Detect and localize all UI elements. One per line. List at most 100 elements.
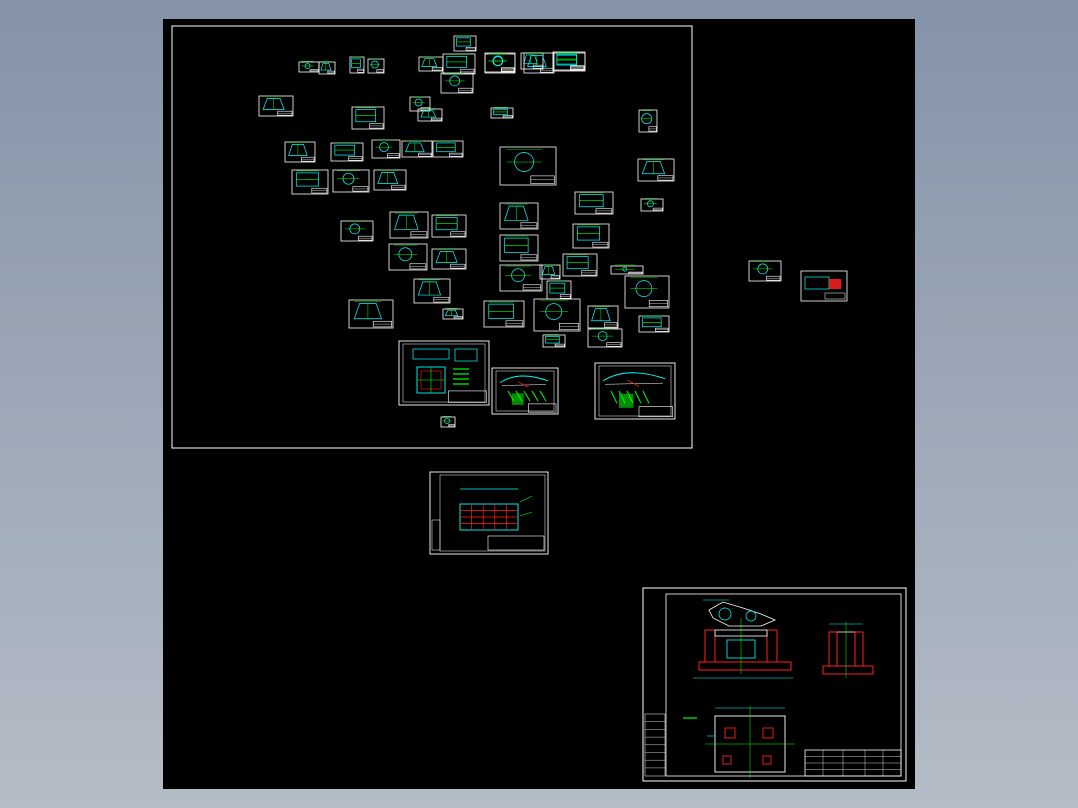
note-block — [619, 393, 634, 408]
title-block — [554, 343, 565, 347]
sheet-frame — [440, 416, 456, 428]
part-outline — [642, 317, 662, 328]
drawing-sheet-thumbnail — [499, 146, 557, 186]
sheet-border — [495, 370, 555, 412]
sheet-frame — [499, 264, 543, 292]
drawing-sheet-thumbnail — [389, 211, 429, 239]
bolt-hole — [762, 727, 774, 739]
drawing-sheet-thumbnail — [587, 305, 619, 329]
sheet-border — [402, 343, 486, 403]
sheet-border — [665, 593, 902, 777]
sheet-frame — [340, 220, 374, 242]
part-profile — [353, 303, 383, 320]
title-block — [652, 207, 663, 211]
part-profile — [421, 58, 438, 67]
part-profile — [504, 205, 529, 221]
fixture-assembly-sheet — [642, 587, 907, 782]
part-profile — [591, 308, 611, 322]
title-block — [487, 535, 545, 551]
drawing-sheet-thumbnail — [432, 140, 464, 158]
drawing-sheet-thumbnail — [371, 139, 401, 159]
sheet-frame — [748, 260, 782, 282]
drawing-sheet-thumbnail — [587, 328, 623, 348]
drawing-sheet-thumbnail — [431, 248, 467, 270]
sheet-frame — [389, 211, 429, 239]
part-profile — [641, 161, 666, 175]
section-arrow — [518, 381, 529, 388]
sheet-border — [598, 365, 672, 417]
drawing-sheet-thumbnail — [637, 158, 675, 182]
drawing-sheet-thumbnail — [533, 298, 581, 332]
sheet-frame — [431, 214, 467, 238]
cad-viewport[interactable] — [163, 19, 915, 789]
drawing-sheet-thumbnail — [291, 169, 329, 195]
sheet-frame — [258, 95, 294, 117]
sheet-frame — [572, 223, 610, 249]
sheet-frame — [610, 265, 644, 275]
part-profile — [262, 98, 285, 110]
drawing-sheet-thumbnail — [499, 264, 543, 292]
sheet-frame — [640, 198, 664, 212]
title-block — [804, 749, 902, 777]
drawing-sheet-thumbnail — [552, 52, 586, 72]
fixture-assembly-drawing — [642, 587, 907, 782]
part-outline — [804, 276, 830, 290]
part-outline — [351, 58, 361, 69]
sheet-frame — [284, 141, 316, 163]
drawing-sheet-large — [594, 362, 676, 420]
drawing-sheet-thumbnail — [523, 52, 555, 74]
sheet-frame — [429, 471, 549, 555]
drawing-sheet-thumbnail — [440, 415, 456, 428]
drawing-sheet-thumbnail — [367, 58, 385, 74]
drawing-sheet-thumbnail — [484, 52, 516, 74]
dimension-line — [642, 390, 650, 404]
sheet-frame — [533, 298, 581, 332]
part-profile — [523, 54, 538, 65]
drawing-sheet-thumbnail — [318, 61, 336, 75]
drawing-sheet-thumbnail — [562, 253, 598, 277]
part-side-view — [454, 348, 478, 362]
part-profile — [444, 309, 459, 317]
dimension-line — [634, 390, 642, 404]
drawing-sheet-thumbnail — [499, 202, 539, 230]
drawing-sheet-thumbnail — [610, 264, 644, 275]
drawing-sheet-thumbnail — [490, 106, 514, 119]
part-profile — [435, 251, 458, 263]
title-block — [527, 403, 557, 413]
title-block — [448, 390, 487, 403]
title-block — [532, 64, 543, 69]
part-profile — [527, 55, 547, 67]
drawing-sheet-thumbnail — [638, 315, 670, 333]
title-block — [311, 187, 328, 194]
side-sheets — [748, 260, 848, 302]
part-profile — [288, 144, 308, 156]
part-profile — [405, 142, 425, 153]
drawing-sheet-large — [491, 367, 559, 415]
part-profile — [541, 266, 556, 275]
drawing-sheet-thumbnail — [546, 280, 572, 300]
sheet-frame — [440, 72, 474, 94]
sheet-frame — [409, 96, 431, 112]
main-sheet-collection — [171, 25, 693, 449]
sheet-frame — [491, 367, 559, 415]
left-support — [704, 629, 716, 663]
sheet-frame — [442, 308, 464, 320]
note-block — [511, 393, 524, 405]
part-outline — [435, 217, 458, 231]
drawing-sheet-thumbnail — [332, 169, 370, 193]
dimension-line — [539, 390, 547, 402]
section-hatch — [829, 279, 841, 289]
title-block — [638, 406, 673, 418]
part-elevation — [412, 348, 450, 360]
sheet-frame — [562, 253, 598, 277]
drawing-sheet-thumbnail — [298, 60, 320, 73]
cad-drawing-canvas[interactable] — [163, 19, 915, 789]
sheet-frame — [351, 106, 385, 130]
drawing-sheet-thumbnail — [483, 300, 525, 328]
dimension-line — [610, 390, 618, 404]
drawing-sheet-thumbnail — [552, 51, 586, 71]
sheet-frame — [574, 191, 614, 215]
title-block — [433, 296, 450, 303]
drawing-sheet-thumbnail — [499, 234, 539, 262]
sheet-frame — [637, 158, 675, 182]
